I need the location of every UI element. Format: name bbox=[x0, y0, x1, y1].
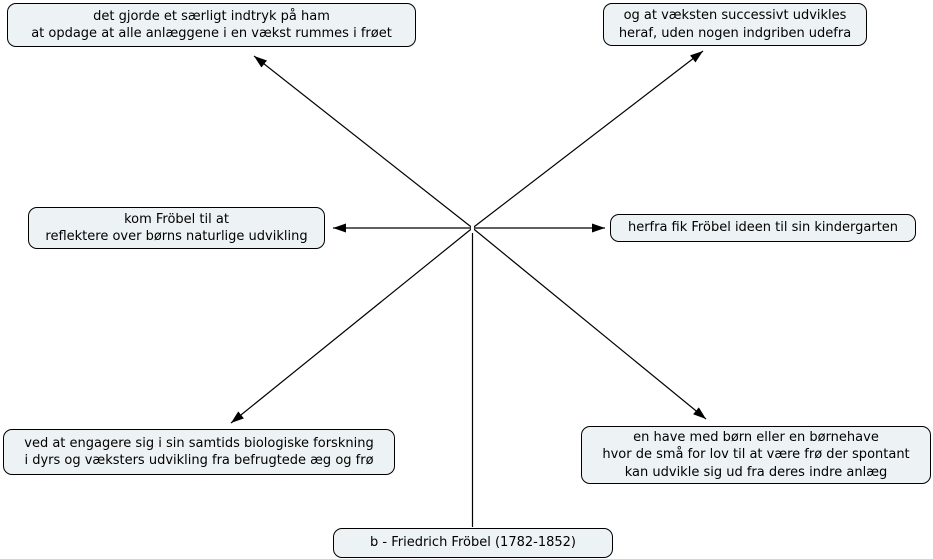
node-text: herfra fik Fröbel ideen til sin kinderga… bbox=[627, 220, 899, 236]
node-reflect-children: kom Fröbel til at reflektere over børns … bbox=[28, 207, 325, 249]
edge-center-to-biology-research bbox=[230, 227, 473, 424]
edge-center-to-growth-unfolds bbox=[472, 50, 704, 229]
node-text: en have med børn eller en børnehave hvor… bbox=[602, 430, 910, 480]
node-growth-unfolds: og at væksten successivt udvikles heraf,… bbox=[603, 3, 867, 46]
center-junction-gap bbox=[471, 220, 474, 233]
node-text: det gjorde et særligt indtryk på ham at … bbox=[31, 8, 392, 41]
edge-center-to-seed-impression bbox=[253, 55, 473, 229]
edge-center-to-children-garden bbox=[472, 227, 707, 420]
node-children-garden: en have med børn eller en børnehave hvor… bbox=[581, 426, 931, 484]
node-text: kom Fröbel til at reflektere over børns … bbox=[45, 211, 308, 244]
node-seed-impression: det gjorde et særligt indtryk på ham at … bbox=[7, 3, 416, 47]
node-froebel: b - Friedrich Fröbel (1782-1852) bbox=[333, 528, 613, 558]
node-text: b - Friedrich Fröbel (1782-1852) bbox=[370, 535, 576, 551]
node-text: ved at engagere sig i sin samtids biolog… bbox=[24, 435, 374, 468]
node-biology-research: ved at engagere sig i sin samtids biolog… bbox=[3, 429, 395, 475]
node-kindergarten-idea: herfra fik Fröbel ideen til sin kinderga… bbox=[610, 214, 916, 242]
node-text: og at væksten successivt udvikles heraf,… bbox=[618, 8, 852, 41]
